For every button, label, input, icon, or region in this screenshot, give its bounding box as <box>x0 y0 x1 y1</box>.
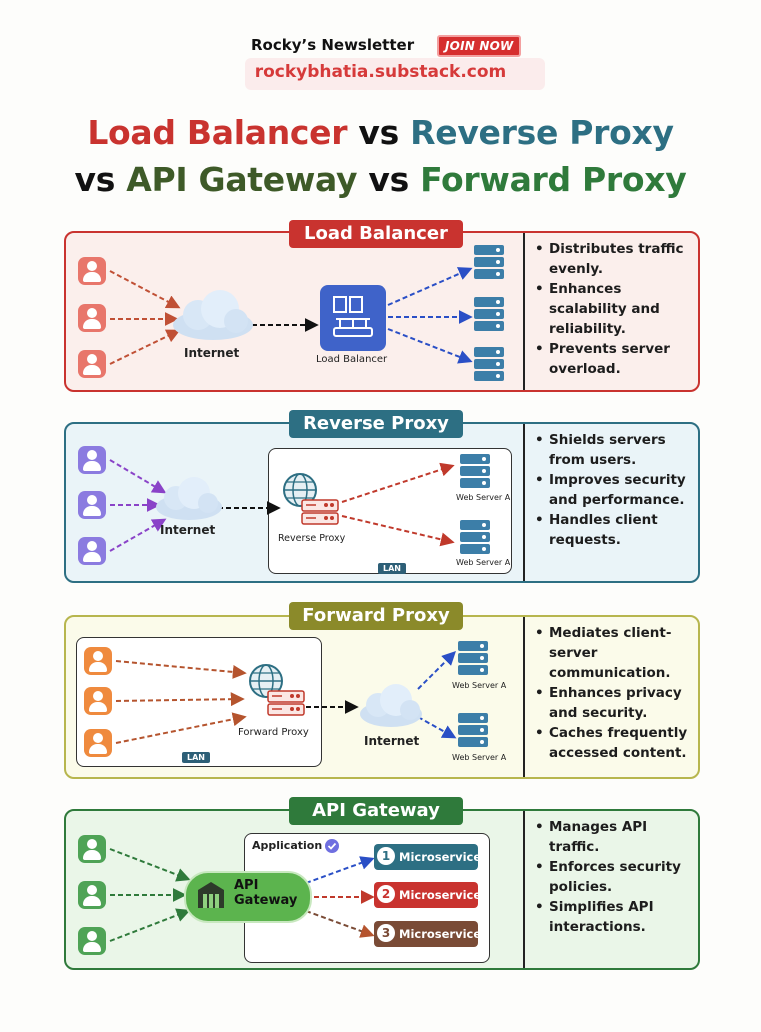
url-highlight <box>245 58 545 90</box>
title-load-balancer: Load Balancer <box>87 113 348 152</box>
internet-label: Internet <box>160 523 216 537</box>
server-icon <box>460 454 490 490</box>
globe-icon <box>283 473 339 525</box>
user-icon <box>78 491 106 519</box>
server-icon <box>474 245 504 281</box>
api-gateway-badge: API Gateway <box>289 797 463 825</box>
api-gateway-label: API Gateway <box>234 878 297 908</box>
microservice-1: 1 Microservice <box>374 844 482 870</box>
load-balancer-panel: Internet Load Balancer Distributes traff… <box>64 231 700 392</box>
reverse-proxy-label: Reverse Proxy <box>278 533 346 544</box>
bullet: Enhances scalability and reliability. <box>535 279 693 339</box>
page-title-line-2: vs API Gateway vs Forward Proxy <box>0 160 761 199</box>
web-server-b-label: Web Server A <box>456 558 511 567</box>
user-icon <box>78 835 106 863</box>
user-icon <box>78 927 106 955</box>
globe-icon <box>249 664 305 716</box>
gateway-icon <box>198 882 224 908</box>
load-balancer-label: Load Balancer <box>316 354 388 365</box>
title-reverse-proxy: Reverse Proxy <box>410 113 674 152</box>
microservice-label: Microservice <box>399 888 482 902</box>
bullet: Shields servers from users. <box>535 430 693 470</box>
application-label: Application <box>252 839 323 852</box>
user-icon <box>78 881 106 909</box>
title-forward-proxy: Forward Proxy <box>420 160 687 199</box>
bullet: Enhances privacy and security. <box>535 683 693 723</box>
api-gateway-panel: Application API Gateway Manages API traf… <box>64 809 700 970</box>
load-balancer-badge: Load Balancer <box>289 220 463 248</box>
forward-proxy-bullets: Mediates client-server communication. En… <box>535 623 693 763</box>
title-vs: vs <box>74 160 127 199</box>
reverse-proxy-flow-arrows <box>109 459 455 552</box>
microservice-3: 3 Microservice <box>374 921 482 947</box>
lan-label: LAN <box>378 563 406 574</box>
load-balancer-flow-arrows <box>109 267 473 365</box>
api-gateway-line-1: API <box>234 878 259 893</box>
cloud-icon <box>156 477 222 520</box>
user-icon <box>78 257 106 285</box>
user-icon <box>78 446 106 474</box>
server-icon <box>458 641 488 677</box>
microservice-label: Microservice <box>399 927 482 941</box>
api-gateway-flow-arrows <box>109 848 375 942</box>
cloud-icon <box>360 684 422 727</box>
forward-proxy-panel: Forward Proxy Internet Web Server A Web … <box>64 615 700 779</box>
api-gateway-bullets: Manages API traffic. Enforces security p… <box>535 817 693 937</box>
bullet: Caches frequently accessed content. <box>535 723 693 763</box>
user-icon <box>84 729 112 757</box>
page-title-line-1: Load Balancer vs Reverse Proxy <box>0 113 761 152</box>
newsletter-name: Rocky’s Newsletter <box>251 36 415 54</box>
load-balancer-glyph <box>333 296 373 337</box>
bullet: Distributes traffic evenly. <box>535 239 693 279</box>
cloud-icon <box>173 290 253 340</box>
bullet: Simplifies API interactions. <box>535 897 693 937</box>
title-vs: vs <box>347 113 411 152</box>
microservice-number: 3 <box>377 924 395 942</box>
user-icon <box>84 647 112 675</box>
reverse-proxy-bullets: Shields servers from users. Improves sec… <box>535 430 693 550</box>
title-vs: vs <box>357 160 421 199</box>
bullet: Manages API traffic. <box>535 817 693 857</box>
bullet: Enforces security policies. <box>535 857 693 897</box>
forward-proxy-label: Forward Proxy <box>238 727 309 738</box>
bullet: Prevents server overload. <box>535 339 693 379</box>
forward-proxy-badge: Forward Proxy <box>289 602 463 630</box>
user-icon <box>78 537 106 565</box>
server-icon <box>460 520 490 556</box>
bullet: Mediates client-server communication. <box>535 623 693 683</box>
microservice-2: 2 Microservice <box>374 882 482 908</box>
server-icon <box>474 347 504 383</box>
join-now-button[interactable]: JOIN NOW <box>437 35 522 57</box>
user-icon <box>78 350 106 378</box>
internet-label: Internet <box>364 734 420 748</box>
api-gateway-line-2: Gateway <box>234 893 298 908</box>
title-api-gateway: API Gateway <box>126 160 358 199</box>
server-icon <box>474 297 504 333</box>
newsletter-url[interactable]: rockybhatia.substack.com <box>254 62 507 82</box>
user-icon <box>84 687 112 715</box>
check-badge-icon <box>325 839 339 853</box>
server-icon <box>458 713 488 749</box>
web-server-a-label: Web Server A <box>456 493 511 502</box>
internet-label: Internet <box>184 346 240 360</box>
lan-label: LAN <box>182 752 210 763</box>
forward-proxy-flow-arrows <box>115 651 457 744</box>
microservice-number: 1 <box>377 847 395 865</box>
bullet: Improves security and performance. <box>535 470 693 510</box>
load-balancer-bullets: Distributes traffic evenly. Enhances sca… <box>535 239 693 379</box>
microservice-label: Microservice <box>399 850 482 864</box>
reverse-proxy-badge: Reverse Proxy <box>289 410 463 438</box>
web-server-b-label: Web Server A <box>452 753 507 762</box>
web-server-a-label: Web Server A <box>452 681 507 690</box>
reverse-proxy-panel: Internet Reverse Proxy Web Server A Web … <box>64 422 700 583</box>
bullet: Handles client requests. <box>535 510 693 550</box>
microservice-number: 2 <box>377 885 395 903</box>
user-icon <box>78 304 106 332</box>
